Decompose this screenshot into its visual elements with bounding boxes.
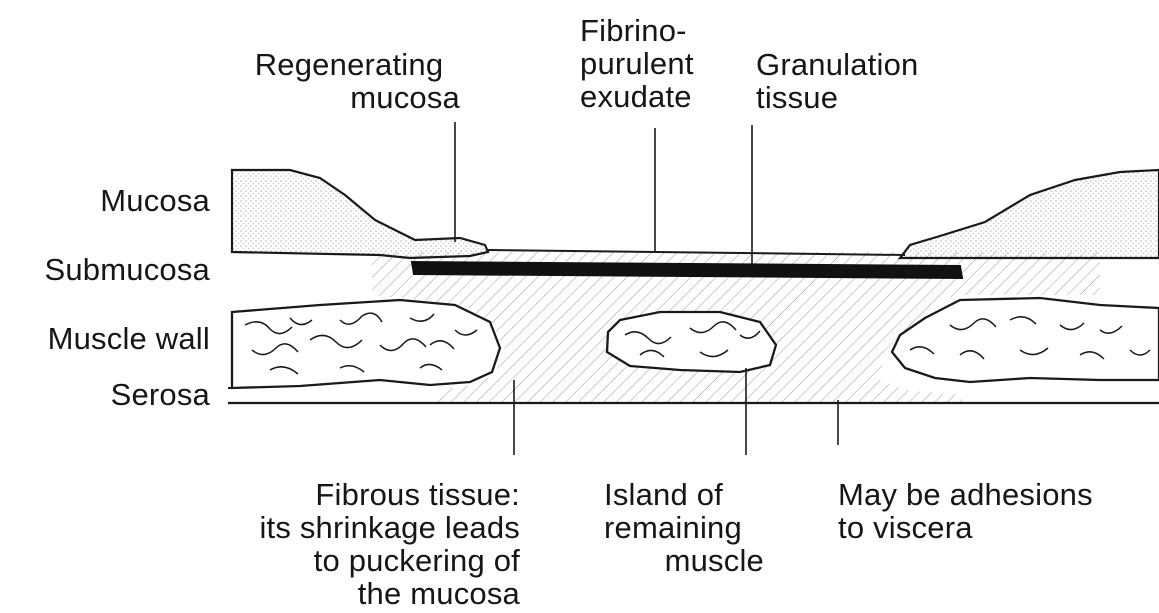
label-fibrous-tissue: Fibrous tissue: its shrinkage leads to p… <box>190 478 520 610</box>
label-line: the mucosa <box>190 577 520 610</box>
label-line: tissue <box>756 81 956 114</box>
label-line: Fibrino- <box>580 14 740 47</box>
left-mucosa <box>232 170 488 258</box>
label-line: exudate <box>580 80 740 113</box>
label-line: to viscera <box>838 511 1138 544</box>
label-line: May be adhesions <box>838 478 1138 511</box>
label-line: its shrinkage leads <box>190 511 520 544</box>
label-submucosa: Submucosa <box>10 253 210 286</box>
label-line: remaining <box>604 511 764 544</box>
label-adhesions: May be adhesions to viscera <box>838 478 1138 544</box>
label-granulation-tissue: Granulation tissue <box>756 48 956 114</box>
label-mucosa: Mucosa <box>20 184 210 217</box>
label-serosa: Serosa <box>20 378 210 411</box>
label-line: Fibrous tissue: <box>190 478 520 511</box>
muscle-island <box>607 312 776 372</box>
label-line: muscle <box>604 544 764 577</box>
label-line: Granulation <box>756 48 956 81</box>
label-line: to puckering of <box>190 544 520 577</box>
label-island-of-muscle: Island of remaining muscle <box>604 478 764 577</box>
right-mucosa <box>900 170 1159 258</box>
label-line: mucosa <box>238 81 460 114</box>
label-line: purulent <box>580 47 740 80</box>
label-line: Regenerating <box>238 48 460 81</box>
label-line: Island of <box>604 478 764 511</box>
label-fibrinopurulent-exudate: Fibrino- purulent exudate <box>580 14 740 113</box>
label-regenerating-mucosa: Regenerating mucosa <box>238 48 460 114</box>
label-muscle-wall: Muscle wall <box>0 322 210 355</box>
